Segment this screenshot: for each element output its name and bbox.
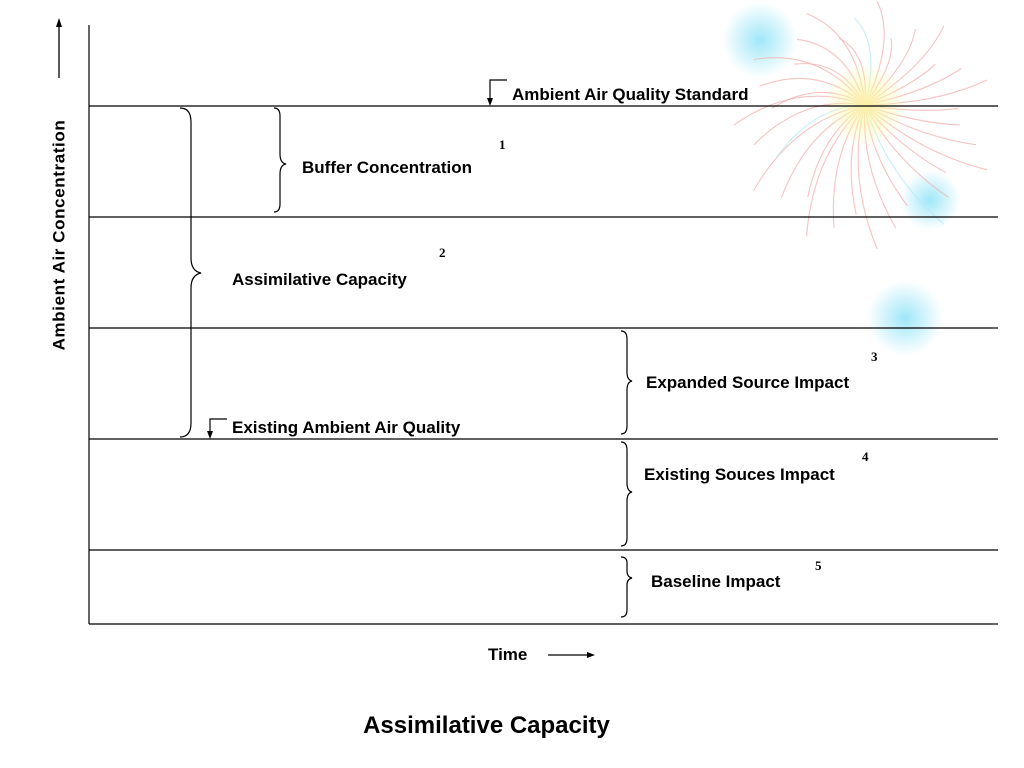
existing-pointer-arrowhead xyxy=(207,431,213,439)
ambient-standard-label: Ambient Air Quality Standard xyxy=(512,85,749,104)
band-label-expanded: Expanded Source Impact xyxy=(646,373,850,392)
existing-pointer-arrow xyxy=(209,418,227,435)
band-number-1: 1 xyxy=(499,137,506,152)
band-label-baseline: Baseline Impact xyxy=(651,572,781,591)
diagram-title: Assimilative Capacity xyxy=(363,712,610,739)
brace-baseline xyxy=(620,556,633,618)
y-axis-arrowhead xyxy=(56,18,62,27)
standard-pointer-arrowhead xyxy=(487,98,493,106)
existing-air-quality-label: Existing Ambient Air Quality xyxy=(232,418,461,437)
band-label-assimilative: Assimilative Capacity xyxy=(232,270,407,289)
fireworks-decoration xyxy=(722,0,988,356)
y-axis-label: Ambient Air Concentration xyxy=(49,119,69,351)
time-arrowhead xyxy=(587,652,595,658)
band-number-3: 3 xyxy=(871,349,878,364)
x-axis-label: Time xyxy=(488,645,528,664)
band-number-2: 2 xyxy=(439,245,446,260)
brace-buffer-concentration xyxy=(273,107,287,213)
band-label-buffer: Buffer Concentration xyxy=(302,158,472,177)
band-number-4: 4 xyxy=(862,449,869,464)
band-label-existing-sources: Existing Souces Impact xyxy=(644,465,835,484)
standard-pointer-arrow xyxy=(489,79,507,102)
brace-assimilative-capacity xyxy=(179,107,202,438)
band-number-5: 5 xyxy=(815,558,822,573)
brace-expanded-source xyxy=(620,330,633,435)
brace-existing-sources xyxy=(620,441,633,547)
